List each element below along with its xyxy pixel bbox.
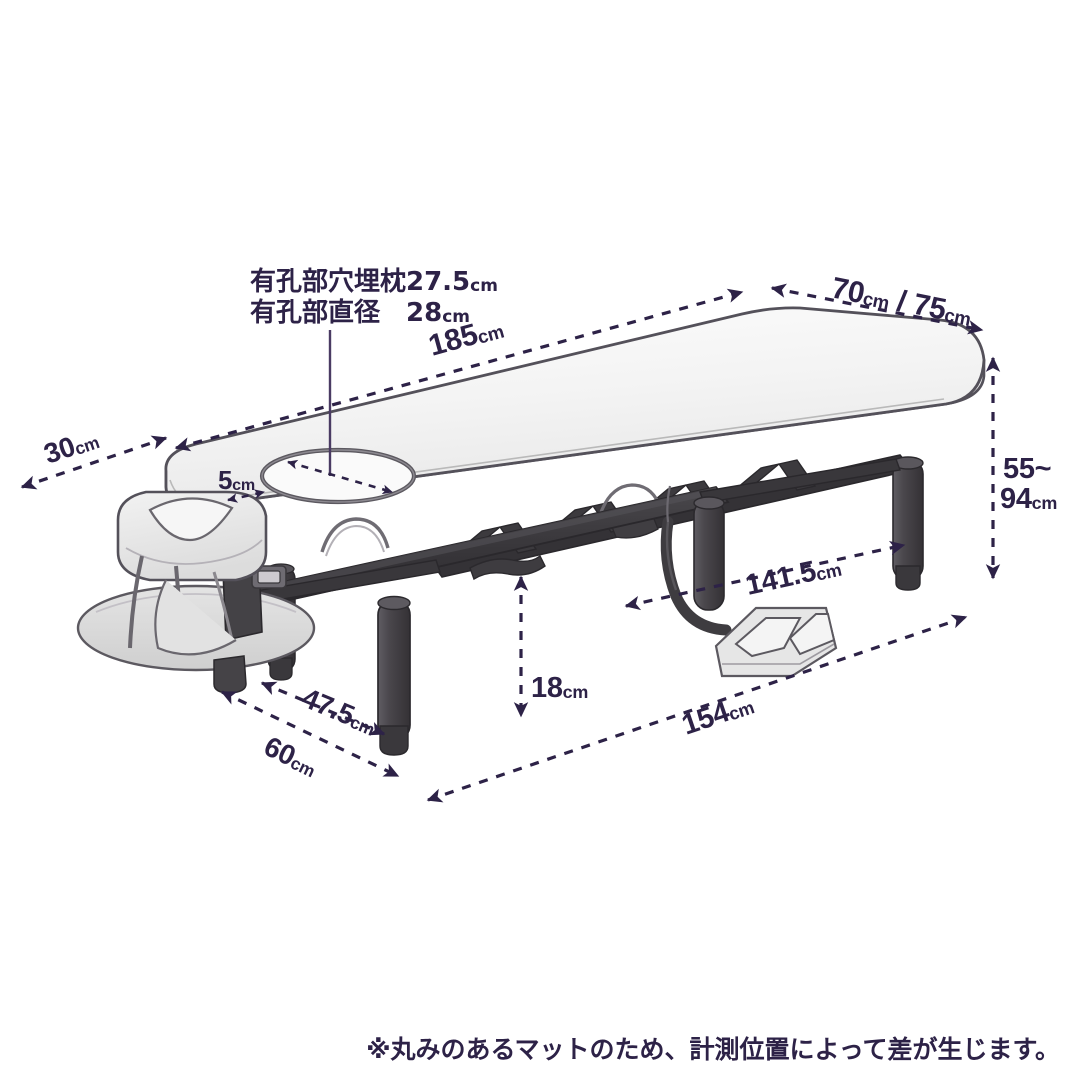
dim-width-label: 70cm / 75cm [829, 272, 975, 332]
rail-highlight [246, 487, 716, 597]
armrest-shelf-crease [95, 593, 297, 613]
leg-near-left [377, 595, 411, 756]
foot-cap [379, 725, 409, 756]
dim-height-label-1: 55~ [1003, 453, 1051, 485]
cradle-leg-right [212, 571, 234, 641]
headrest-assembly [76, 490, 316, 694]
dim-length-line [174, 288, 744, 452]
headrest-foot [213, 655, 247, 694]
face-cradle-opening [148, 497, 234, 542]
dim-hole-diameter [287, 459, 393, 495]
foot-cap [895, 565, 921, 591]
dim-width-70-75: 70cm / 75cm [770, 272, 984, 335]
lift-actuator [469, 554, 546, 581]
headrest-clamp-plate [257, 570, 281, 584]
cradle-leg-left [128, 555, 144, 649]
dim-offset-line [227, 489, 265, 503]
dim-height-label-2: 94cm [1000, 483, 1057, 515]
dim-clearance-18: 18cm [513, 575, 588, 718]
leg-near-right [693, 496, 725, 611]
dim-frame-line [624, 540, 906, 611]
footnote: ※丸みのあるマットのため、計測位置によって差が生じます。 [366, 1035, 1060, 1064]
side-handle-left [320, 517, 390, 553]
dim-offset-label: 5cm [218, 465, 255, 495]
side-handle-right [598, 483, 664, 516]
cradle-pad-crease [125, 539, 263, 565]
dim-base-span-line [426, 614, 968, 803]
leg-far-right [892, 456, 924, 591]
side-handle-left-inner [325, 524, 385, 557]
dim-overhang-line [20, 435, 168, 490]
dim-clearance-label: 18cm [531, 672, 588, 704]
pedal-cable-upper [666, 485, 672, 523]
face-hole [259, 447, 417, 505]
callout-line-2: 有孔部直径 28cm [250, 298, 470, 328]
callout-line-1: 有孔部穴埋枕27.5cm [250, 267, 498, 297]
dim-hole-offset-5: 5cm [218, 465, 265, 503]
cradle-bracket [154, 579, 237, 656]
dim-base-width-line [220, 690, 400, 778]
dim-height-55-94: 55~ 94cm [985, 356, 1057, 580]
